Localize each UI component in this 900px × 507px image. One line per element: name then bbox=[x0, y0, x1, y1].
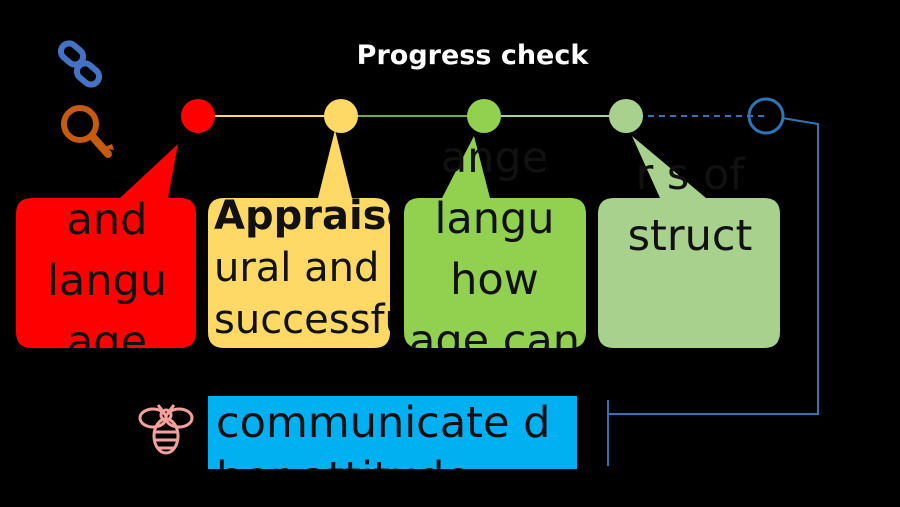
step-node-1 bbox=[181, 99, 215, 133]
step-1-text: and langu age bbox=[46, 195, 168, 348]
connector-line bbox=[608, 117, 819, 415]
step-3-text: ange langu how age can bbox=[408, 133, 580, 348]
speech-bubble-1 bbox=[16, 144, 196, 348]
blue-answer-box: communicate d her attitude bbox=[208, 396, 577, 469]
bee-icon bbox=[138, 404, 194, 455]
step-node-5 bbox=[747, 97, 785, 135]
magnifier-icon bbox=[61, 105, 114, 158]
step-2-text: Appraise ural and successfully langu thr… bbox=[214, 190, 390, 348]
step-2-bold-text: Appraise bbox=[214, 193, 390, 239]
step-node-2 bbox=[324, 99, 358, 133]
step-2-body-text: ural and successfully langu throughout h… bbox=[214, 245, 390, 343]
step-node-3 bbox=[467, 99, 501, 133]
page-title: Progress check bbox=[356, 40, 589, 71]
speech-bubble-4 bbox=[598, 136, 780, 348]
step-4-text: r s of struct bbox=[627, 150, 753, 261]
link-icon bbox=[57, 40, 103, 88]
speech-bubble-3 bbox=[404, 136, 586, 348]
step-node-4 bbox=[609, 99, 643, 133]
speech-bubble-2 bbox=[208, 130, 390, 348]
